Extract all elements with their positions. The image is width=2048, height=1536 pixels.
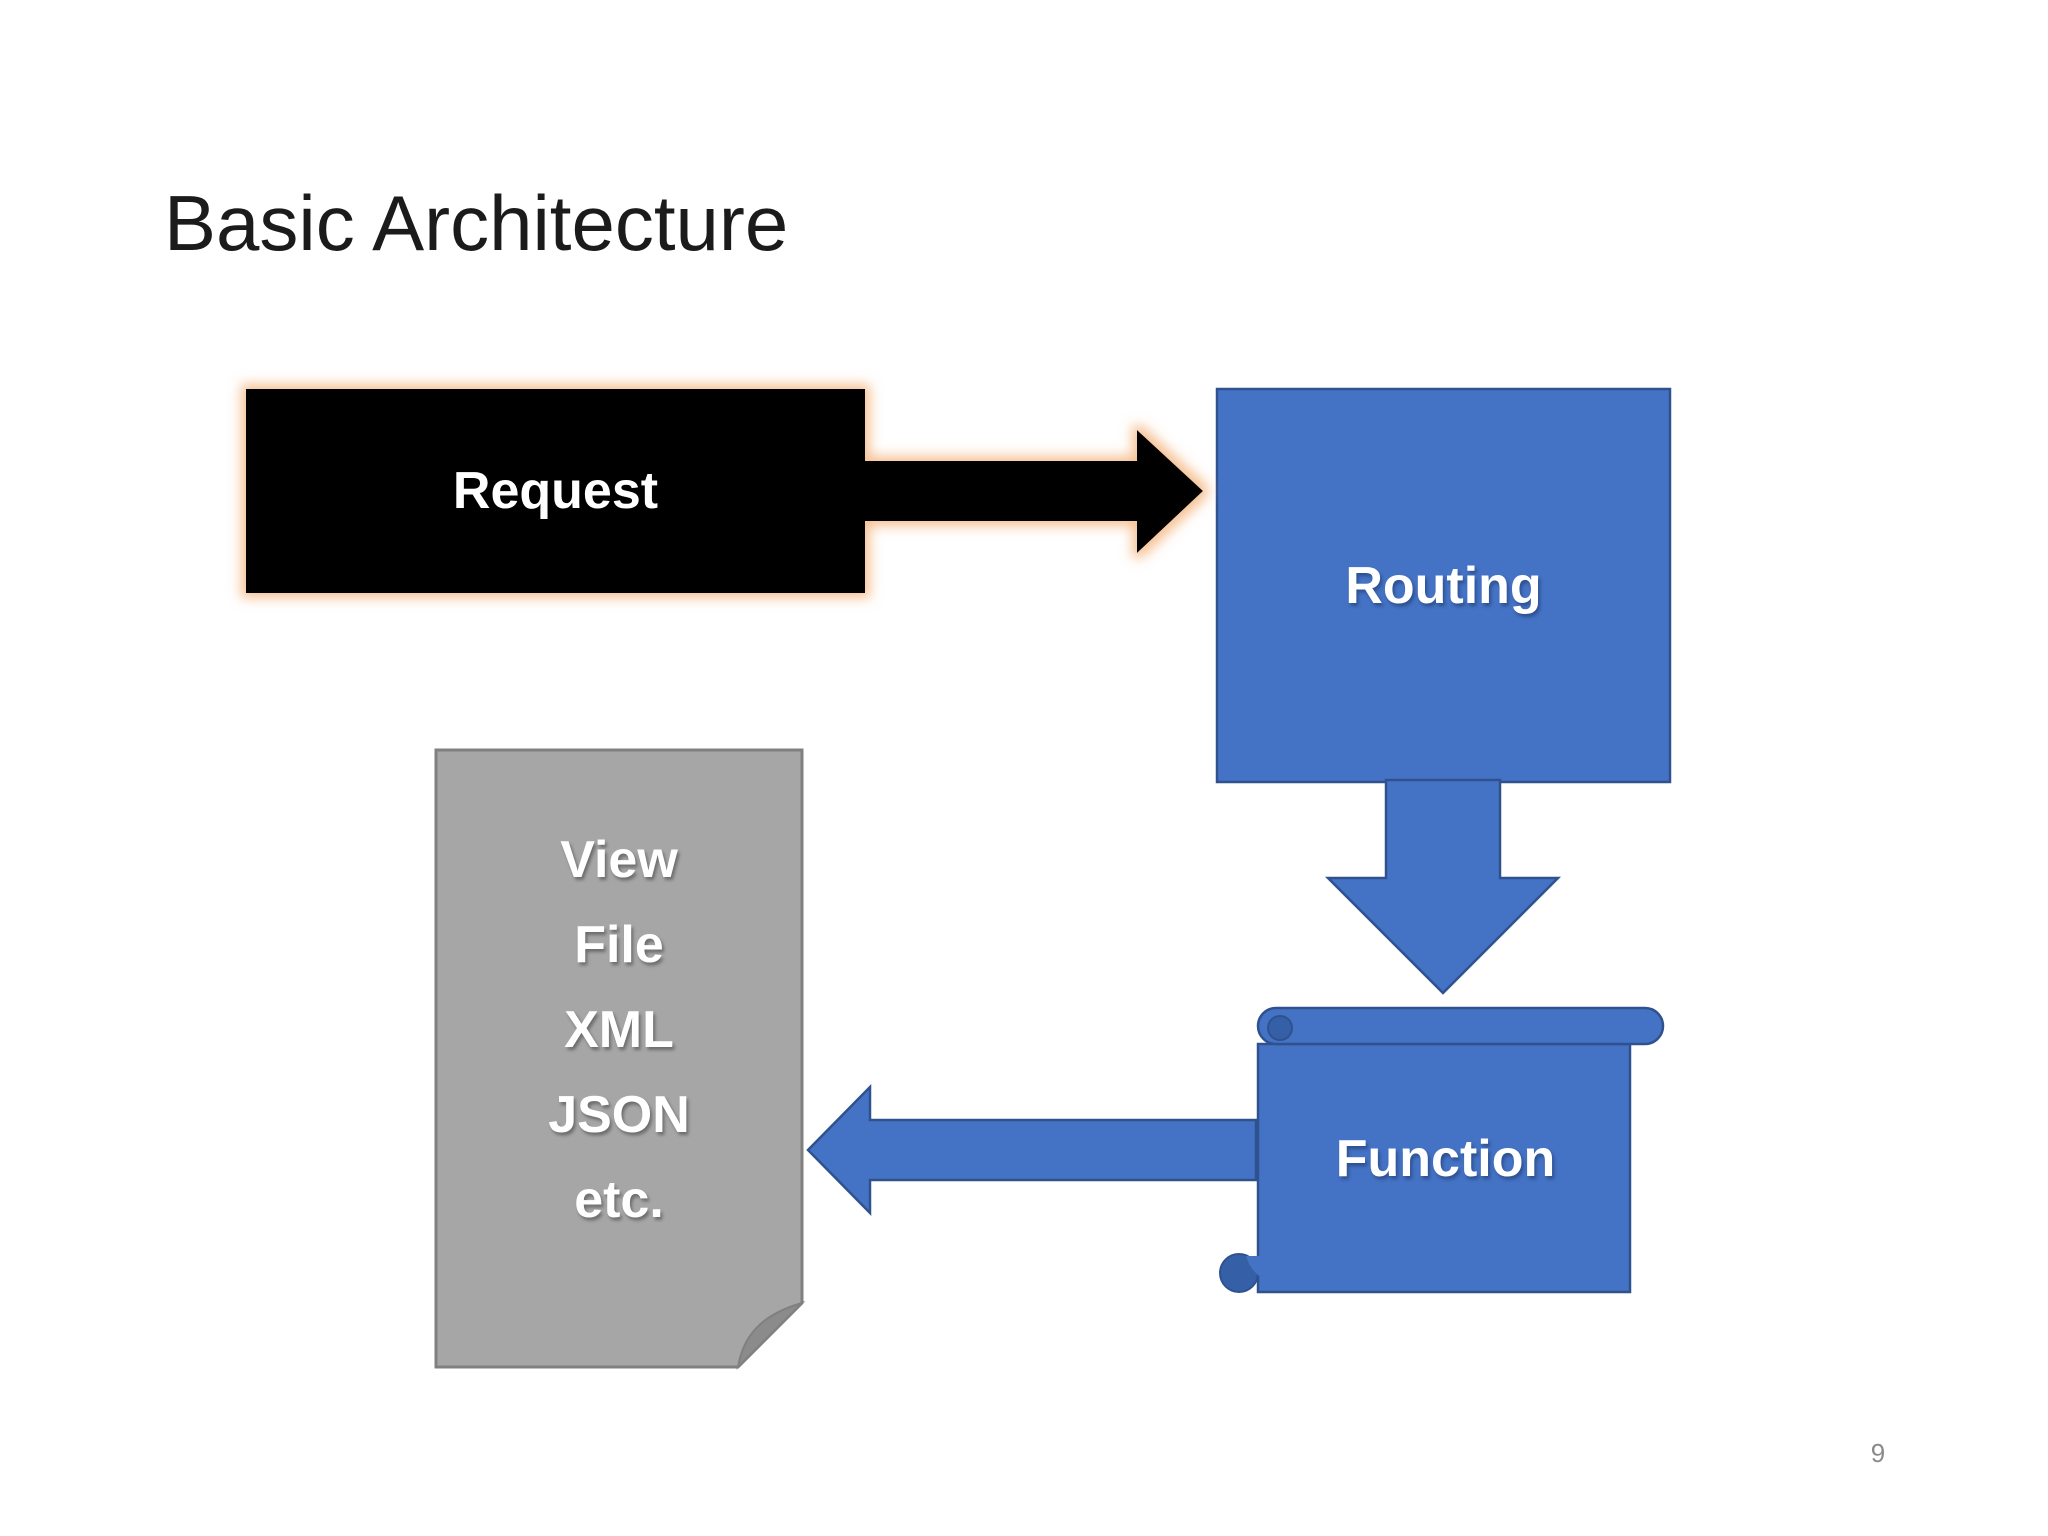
function-scroll-body xyxy=(1256,1042,1632,1294)
function-scroll-curl-notch xyxy=(1246,1256,1262,1278)
routing-to-function-arrow xyxy=(1324,778,1562,995)
function-scroll-shape xyxy=(1219,1006,1665,1294)
request-to-routing-arrow xyxy=(861,430,1203,553)
document-folded-corner xyxy=(736,1300,806,1370)
routing-box-shape xyxy=(1215,387,1672,784)
function-scroll-roll xyxy=(1256,1006,1665,1046)
function-scroll-top-curl xyxy=(1267,1015,1293,1041)
output-document-shape xyxy=(434,748,804,1369)
page-number: 9 xyxy=(1870,1438,1886,1468)
request-box-shape xyxy=(246,389,865,593)
request-glow-group xyxy=(246,389,1203,593)
slide-title: Basic Architecture xyxy=(164,179,789,267)
function-to-view-arrow xyxy=(806,1083,1258,1217)
